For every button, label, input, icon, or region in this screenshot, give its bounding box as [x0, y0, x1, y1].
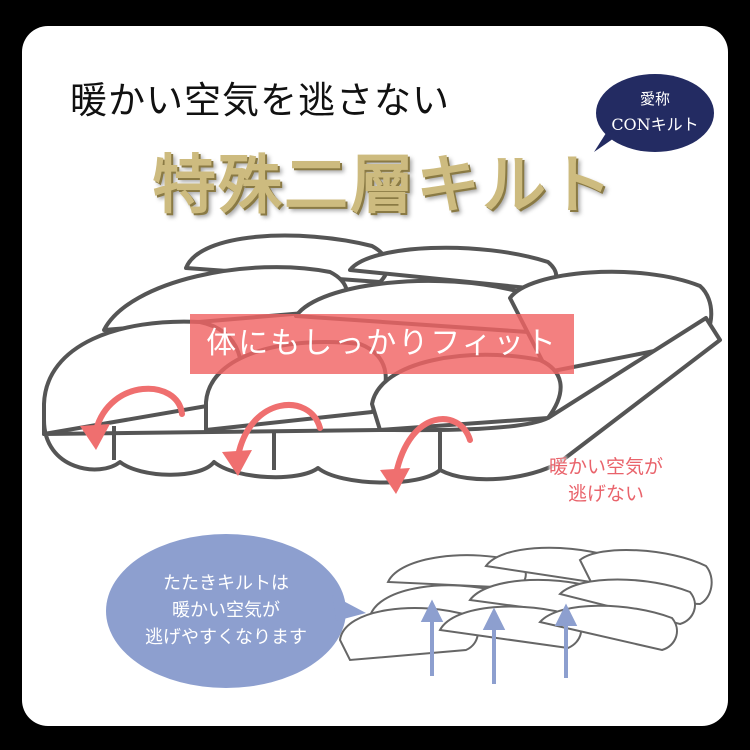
fit-banner: 体にもしっかりフィット: [190, 314, 574, 374]
up-arrow: [554, 603, 578, 626]
tataki-line3: 逃げやすくなります: [145, 627, 307, 648]
nickname-bubble: 愛称 CONキルト: [596, 74, 714, 152]
product-title: 特殊二層キルト: [152, 148, 614, 223]
tataki-bubble-tail: [332, 595, 366, 621]
nickname-label: 愛称: [639, 90, 670, 108]
tataki-puff: [558, 578, 696, 626]
warm-air-note: 暖かい空気が 逃げない: [516, 454, 696, 508]
headline: 暖かい空気を逃さない: [70, 79, 450, 122]
tataki-line1: たたきキルトは: [163, 573, 289, 594]
tataki-quilt-bubble: たたきキルトは 暖かい空気が 逃げやすくなります: [106, 534, 346, 688]
tataki-line2: 暖かい空気が: [172, 600, 280, 621]
warm-air-arrow: [93, 385, 185, 433]
product-card: 暖かい空気を逃さない 特殊二層キルト 愛称 CONキルト: [22, 26, 728, 726]
nickname-bubble-tail: [594, 130, 620, 152]
warm-air-arrow: [235, 402, 323, 459]
up-arrow: [482, 607, 506, 630]
nickname-value: CONキルト: [611, 115, 699, 134]
up-arrow: [420, 599, 444, 622]
warm-air-note-line1: 暖かい空気が: [548, 456, 663, 478]
quilt-lower-layer: [42, 316, 722, 485]
warm-air-arrow: [393, 416, 473, 477]
warm-air-note-line2: 逃げない: [567, 483, 644, 505]
